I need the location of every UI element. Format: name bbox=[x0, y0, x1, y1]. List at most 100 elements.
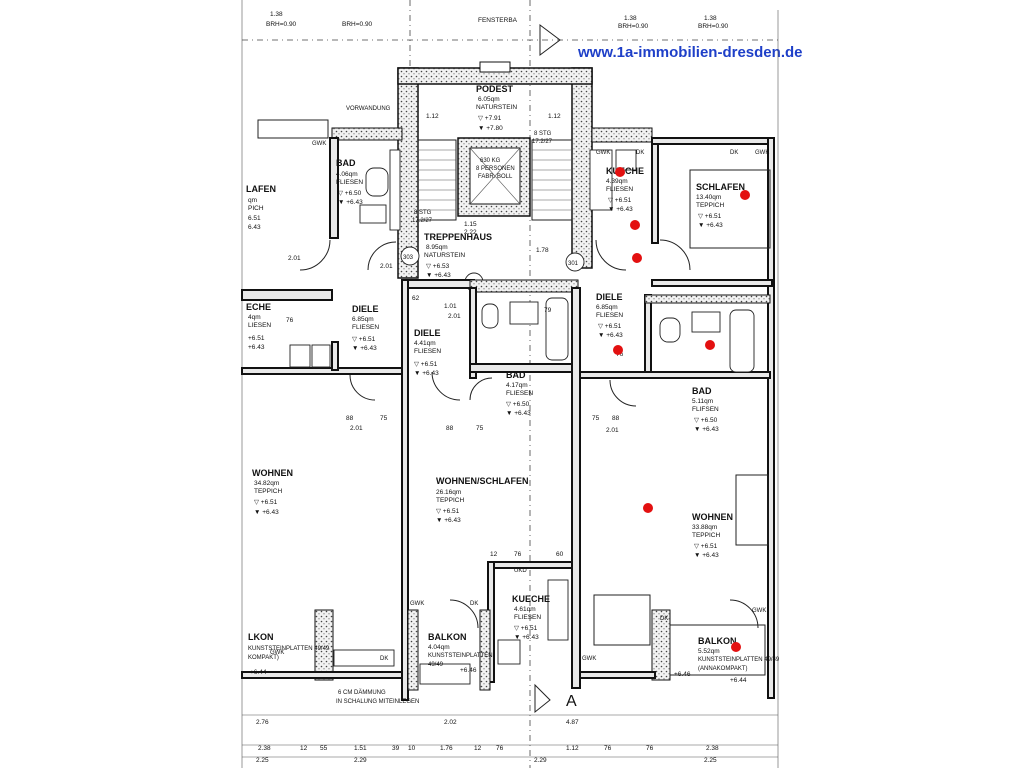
room-name: BAD bbox=[506, 370, 526, 380]
door-swing bbox=[349, 374, 376, 401]
room-name: DIELE bbox=[352, 304, 379, 314]
room-area: qm bbox=[248, 197, 257, 204]
room-floor: KUNSTSTEINPLATTEN bbox=[428, 653, 493, 659]
wall bbox=[579, 371, 771, 379]
wall bbox=[331, 127, 403, 141]
room-name: WOHNEN bbox=[692, 512, 733, 522]
room-level: ▼ +6.43 bbox=[694, 552, 719, 559]
dim-label: 39 bbox=[392, 745, 400, 752]
door-tag: DK bbox=[636, 150, 644, 156]
wall bbox=[651, 137, 659, 244]
dim-label: 55 bbox=[320, 745, 328, 752]
elevator-persons: 8 PERSONEN bbox=[476, 166, 515, 172]
stair-label: 8 STG bbox=[414, 210, 432, 216]
room-level: +6.44 bbox=[730, 677, 747, 684]
door-tag: DK bbox=[380, 656, 388, 662]
toilet bbox=[365, 167, 389, 197]
room-floor: KUNSTSTEINPLATTEN 49/49 bbox=[698, 657, 780, 663]
room-level: ▽ +6.50 bbox=[506, 401, 530, 408]
room-level: ▽ +6.53 bbox=[426, 263, 450, 270]
marker-dot[interactable] bbox=[643, 503, 653, 513]
room-level: +6.44 bbox=[250, 669, 267, 676]
room-level: ▼ +7.80 bbox=[478, 125, 503, 132]
website-watermark[interactable]: www.1a-immobilien-dresden.de bbox=[578, 44, 803, 61]
room-floor: FLIESEN bbox=[514, 614, 541, 621]
dim-label: 76 bbox=[604, 745, 612, 752]
dim-label: 1.51 bbox=[354, 745, 367, 752]
room-area: 4.04qm bbox=[428, 644, 450, 651]
marker-dot[interactable] bbox=[632, 253, 642, 263]
room-area: 26.16qm bbox=[436, 489, 461, 496]
dim-label: 1.12 bbox=[426, 113, 439, 120]
room-floor: LIESEN bbox=[248, 322, 271, 329]
marker-dot[interactable] bbox=[731, 642, 741, 652]
unit-marker bbox=[565, 252, 585, 272]
stair-label: 17.2/27 bbox=[532, 139, 553, 145]
door-swing bbox=[659, 239, 691, 271]
marker-dot[interactable] bbox=[630, 220, 640, 230]
room-level: ▽ +6.51 bbox=[352, 336, 376, 343]
marker-dot[interactable] bbox=[613, 345, 623, 355]
room-area: 6.85qm bbox=[596, 304, 618, 311]
washbasin bbox=[359, 204, 387, 224]
room-area: 33.88qm bbox=[692, 524, 717, 531]
brh-label: 1.38 bbox=[270, 11, 283, 18]
unit-marker bbox=[400, 246, 420, 266]
kitchen-stove bbox=[497, 639, 521, 665]
dim-label: 60 bbox=[556, 551, 564, 558]
door-swing bbox=[431, 371, 461, 401]
wall bbox=[651, 137, 773, 145]
dim-label: 2.01 bbox=[380, 263, 393, 270]
dim-label: 2.29 bbox=[534, 757, 547, 764]
door-tag: DK bbox=[470, 601, 478, 607]
room-name: PODEST bbox=[476, 84, 514, 94]
room-level: ▼ +6.43 bbox=[352, 345, 377, 352]
dim-label: 76 bbox=[514, 551, 522, 558]
wall bbox=[591, 127, 653, 143]
marker-dot[interactable] bbox=[705, 340, 715, 350]
balcony-wall bbox=[314, 609, 334, 681]
room-name: LAFEN bbox=[246, 184, 276, 194]
dim-label: 2.01 bbox=[350, 425, 363, 432]
marker-dot[interactable] bbox=[615, 167, 625, 177]
room-floor: TEPPICH bbox=[692, 532, 720, 539]
dim-label: 2.01 bbox=[288, 255, 301, 262]
dim-label: 4.87 bbox=[566, 719, 579, 726]
room-level: ▼ +6.43 bbox=[254, 509, 279, 516]
brh-label: BRH=0.90 bbox=[266, 21, 297, 28]
dim-label: 12 bbox=[490, 551, 498, 558]
room-level: +6.46 bbox=[460, 667, 477, 674]
core-wall-left bbox=[397, 67, 419, 279]
door-tag: DK bbox=[730, 150, 738, 156]
door-tag: GWK bbox=[582, 656, 596, 662]
wall bbox=[407, 279, 475, 289]
room-floor: FLIESEN bbox=[336, 179, 363, 186]
room-level: ▽ +6.51 bbox=[608, 197, 632, 204]
balcony-wall bbox=[407, 609, 419, 691]
dim-label: 88 bbox=[446, 425, 454, 432]
room-level: ▽ +6.50 bbox=[694, 417, 718, 424]
room-level: ▼ +6.43 bbox=[694, 426, 719, 433]
room-area: 6.85qm bbox=[352, 316, 374, 323]
marker-dot[interactable] bbox=[740, 190, 750, 200]
room-name: BAD bbox=[336, 158, 356, 168]
kitchen-stove bbox=[289, 344, 311, 368]
window bbox=[333, 649, 395, 667]
room-level: ▼ +6.43 bbox=[598, 332, 623, 339]
room-name: LKON bbox=[248, 632, 274, 642]
wall bbox=[767, 137, 775, 699]
room-level: ▼ +6.43 bbox=[436, 517, 461, 524]
wall bbox=[644, 294, 652, 376]
room-floor: NATURSTEIN bbox=[476, 104, 517, 111]
brh-label: 1.38 bbox=[704, 15, 717, 22]
dim-label: 2.02 bbox=[444, 719, 457, 726]
door-swing bbox=[609, 379, 637, 407]
shower-tray bbox=[389, 149, 401, 231]
room-level: ▽ +6.51 bbox=[698, 213, 722, 220]
window bbox=[257, 119, 329, 139]
dim-label: 2.38 bbox=[706, 745, 719, 752]
room-area: 4.06qm bbox=[336, 171, 358, 178]
room-area: 5.11qm bbox=[692, 398, 713, 405]
room-area: 4qm bbox=[248, 314, 261, 321]
